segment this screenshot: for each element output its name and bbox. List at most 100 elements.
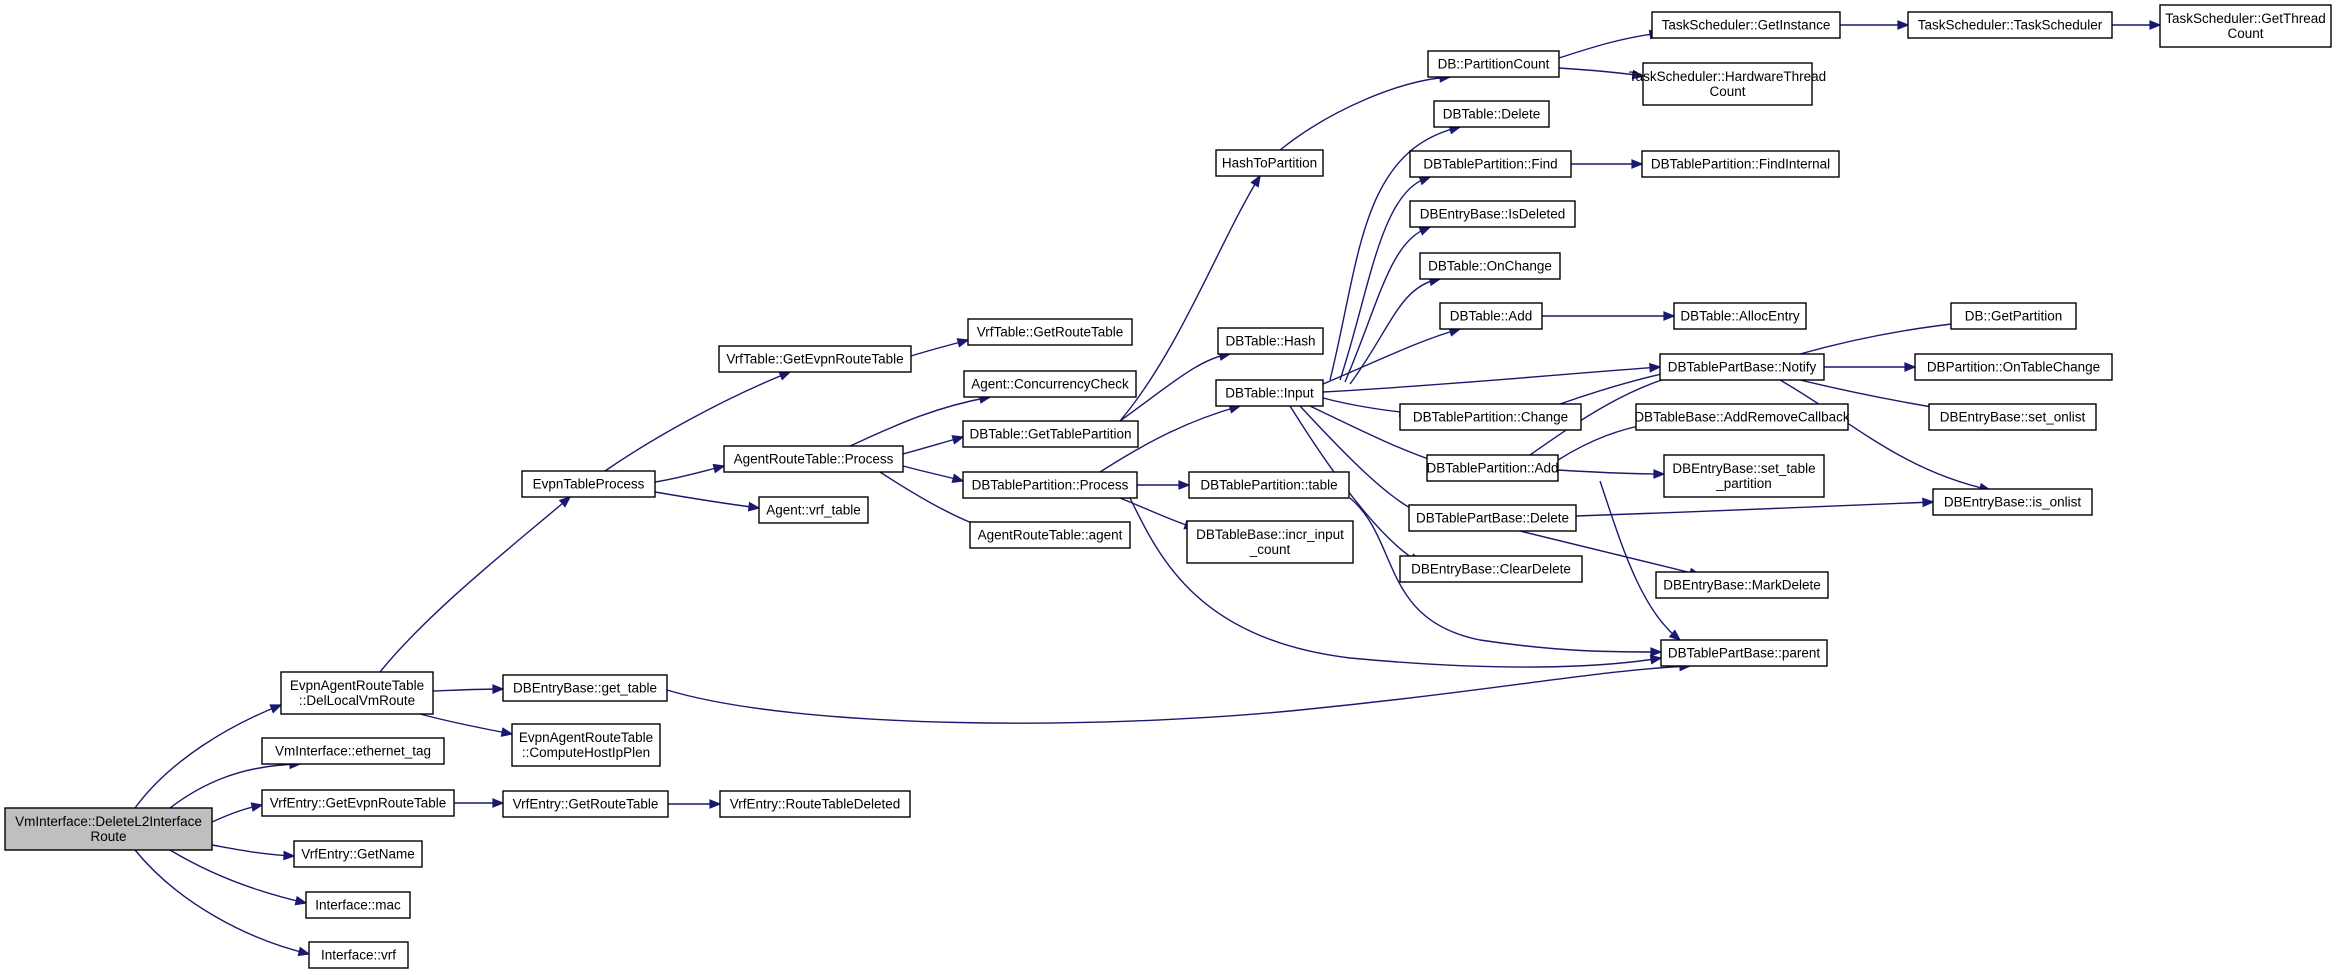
node-box[interactable] <box>293 840 423 868</box>
node-box[interactable] <box>521 470 656 498</box>
node-dbtp_findint[interactable]: DBTablePartition::FindInternal <box>1641 150 1840 178</box>
node-art_agent[interactable]: AgentRouteTable::agent <box>969 521 1131 549</box>
node-vrf_rtdel[interactable]: VrfEntry::RouteTableDeleted <box>719 790 911 818</box>
node-vrf_getrt[interactable]: VrfEntry::GetRouteTable <box>502 790 669 818</box>
node-box[interactable] <box>1433 100 1550 128</box>
node-eth_tag[interactable]: VmInterface::ethernet_tag <box>261 737 445 765</box>
node-box[interactable] <box>305 891 411 919</box>
node-box[interactable] <box>1673 302 1807 330</box>
node-box[interactable] <box>1186 520 1354 564</box>
node-box[interactable] <box>4 807 213 851</box>
node-dbeb_markdel[interactable]: DBEntryBase::MarkDelete <box>1655 571 1829 599</box>
node-box[interactable] <box>280 671 434 715</box>
node-box[interactable] <box>261 737 445 765</box>
node-dbt_add[interactable]: DBTable::Add <box>1439 302 1543 330</box>
node-dbtb_incr[interactable]: DBTableBase::incr_input_count <box>1186 520 1354 564</box>
node-box[interactable] <box>718 345 912 373</box>
node-box[interactable] <box>962 420 1139 448</box>
node-box[interactable] <box>962 471 1138 499</box>
node-agent_vrf[interactable]: Agent::vrf_table <box>758 496 869 524</box>
node-box[interactable] <box>1642 62 1813 106</box>
node-box[interactable] <box>967 318 1133 346</box>
node-box[interactable] <box>1651 11 1841 39</box>
node-vrft_getrt[interactable]: VrfTable::GetRouteTable <box>967 318 1133 346</box>
node-agent_cc[interactable]: Agent::ConcurrencyCheck <box>963 370 1137 398</box>
node-box[interactable] <box>1215 379 1324 407</box>
node-vrf_getname[interactable]: VrfEntry::GetName <box>293 840 423 868</box>
node-dbt_allocentry[interactable]: DBTable::AllocEntry <box>1673 302 1807 330</box>
node-dbtp_change[interactable]: DBTablePartition::Change <box>1399 403 1582 431</box>
node-dbpart_otc[interactable]: DBPartition::OnTableChange <box>1914 353 2113 381</box>
node-box[interactable] <box>1663 454 1825 498</box>
node-db_getpart[interactable]: DB::GetPartition <box>1950 302 2077 330</box>
node-box[interactable] <box>969 521 1131 549</box>
node-box[interactable] <box>1409 200 1576 228</box>
node-box[interactable] <box>1928 403 2097 431</box>
node-dbtpb_notify[interactable]: DBTablePartBase::Notify <box>1659 353 1825 381</box>
node-box[interactable] <box>1439 302 1543 330</box>
node-hashtopart[interactable]: HashToPartition <box>1215 149 1324 177</box>
node-evpn_del[interactable]: EvpnAgentRouteTable::DelLocalVmRoute <box>280 671 434 715</box>
node-box[interactable] <box>1399 555 1583 583</box>
node-box[interactable] <box>719 790 911 818</box>
node-dbeb_isdel[interactable]: DBEntryBase::IsDeleted <box>1409 200 1576 228</box>
node-dbtp_process[interactable]: DBTablePartition::Process <box>962 471 1138 499</box>
node-box[interactable] <box>1660 639 1828 667</box>
node-if_mac[interactable]: Interface::mac <box>305 891 411 919</box>
node-dbtp_add[interactable]: DBTablePartition::Add <box>1426 454 1559 482</box>
node-box[interactable] <box>1426 454 1559 482</box>
node-dbtp_find[interactable]: DBTablePartition::Find <box>1409 150 1572 178</box>
node-box[interactable] <box>1932 488 2093 516</box>
node-db_pc[interactable]: DB::PartitionCount <box>1427 50 1560 78</box>
node-box[interactable] <box>1427 50 1560 78</box>
node-box[interactable] <box>261 789 455 817</box>
node-box[interactable] <box>1408 504 1577 532</box>
node-box[interactable] <box>502 674 668 702</box>
node-box[interactable] <box>1655 571 1829 599</box>
node-dbtp_table[interactable]: DBTablePartition::table <box>1188 471 1350 499</box>
node-box[interactable] <box>723 445 904 473</box>
node-box[interactable] <box>2159 4 2332 48</box>
node-dbt_onchange[interactable]: DBTable::OnChange <box>1419 252 1561 280</box>
node-box[interactable] <box>1215 149 1324 177</box>
node-box[interactable] <box>1907 11 2113 39</box>
node-ts_ts[interactable]: TaskScheduler::TaskScheduler <box>1907 11 2113 39</box>
node-box[interactable] <box>1217 327 1324 355</box>
node-box[interactable] <box>1399 403 1582 431</box>
node-dbeb_setonlist[interactable]: DBEntryBase::set_onlist <box>1928 403 2097 431</box>
node-box[interactable] <box>511 723 661 767</box>
node-box[interactable] <box>1950 302 2077 330</box>
node-box[interactable] <box>1635 403 1849 431</box>
node-dbt_gtp[interactable]: DBTable::GetTablePartition <box>962 420 1139 448</box>
node-ts_getinst[interactable]: TaskScheduler::GetInstance <box>1651 11 1841 39</box>
node-box[interactable] <box>1914 353 2113 381</box>
node-dbeb_settp[interactable]: DBEntryBase::set_table_partition <box>1663 454 1825 498</box>
node-dbtpb_delete[interactable]: DBTablePartBase::Delete <box>1408 504 1577 532</box>
node-box[interactable] <box>1641 150 1840 178</box>
node-dbt_input[interactable]: DBTable::Input <box>1215 379 1324 407</box>
node-compute[interactable]: EvpnAgentRouteTable::ComputeHostIpPlen <box>511 723 661 767</box>
node-dbt_delete[interactable]: DBTable::Delete <box>1433 100 1550 128</box>
node-box[interactable] <box>502 790 669 818</box>
node-get_table[interactable]: DBEntryBase::get_table <box>502 674 668 702</box>
node-vrf_getevpn[interactable]: VrfEntry::GetEvpnRouteTable <box>261 789 455 817</box>
node-evpn_tp[interactable]: EvpnTableProcess <box>521 470 656 498</box>
node-vrft_getevpn[interactable]: VrfTable::GetEvpnRouteTable <box>718 345 912 373</box>
node-dbeb_cleardel[interactable]: DBEntryBase::ClearDelete <box>1399 555 1583 583</box>
node-dbtb_addrm[interactable]: DBTableBase::AddRemoveCallback <box>1634 403 1850 431</box>
node-box[interactable] <box>758 496 869 524</box>
node-box[interactable] <box>1409 150 1572 178</box>
node-box[interactable] <box>1659 353 1825 381</box>
node-art_process[interactable]: AgentRouteTable::Process <box>723 445 904 473</box>
node-box[interactable] <box>1188 471 1350 499</box>
node-dbeb_isonlist[interactable]: DBEntryBase::is_onlist <box>1932 488 2093 516</box>
node-dbt_hash[interactable]: DBTable::Hash <box>1217 327 1324 355</box>
node-if_vrf[interactable]: Interface::vrf <box>308 941 409 969</box>
node-box[interactable] <box>308 941 409 969</box>
node-box[interactable] <box>963 370 1137 398</box>
node-dbtpb_parent[interactable]: DBTablePartBase::parent <box>1660 639 1828 667</box>
node-box[interactable] <box>1419 252 1561 280</box>
